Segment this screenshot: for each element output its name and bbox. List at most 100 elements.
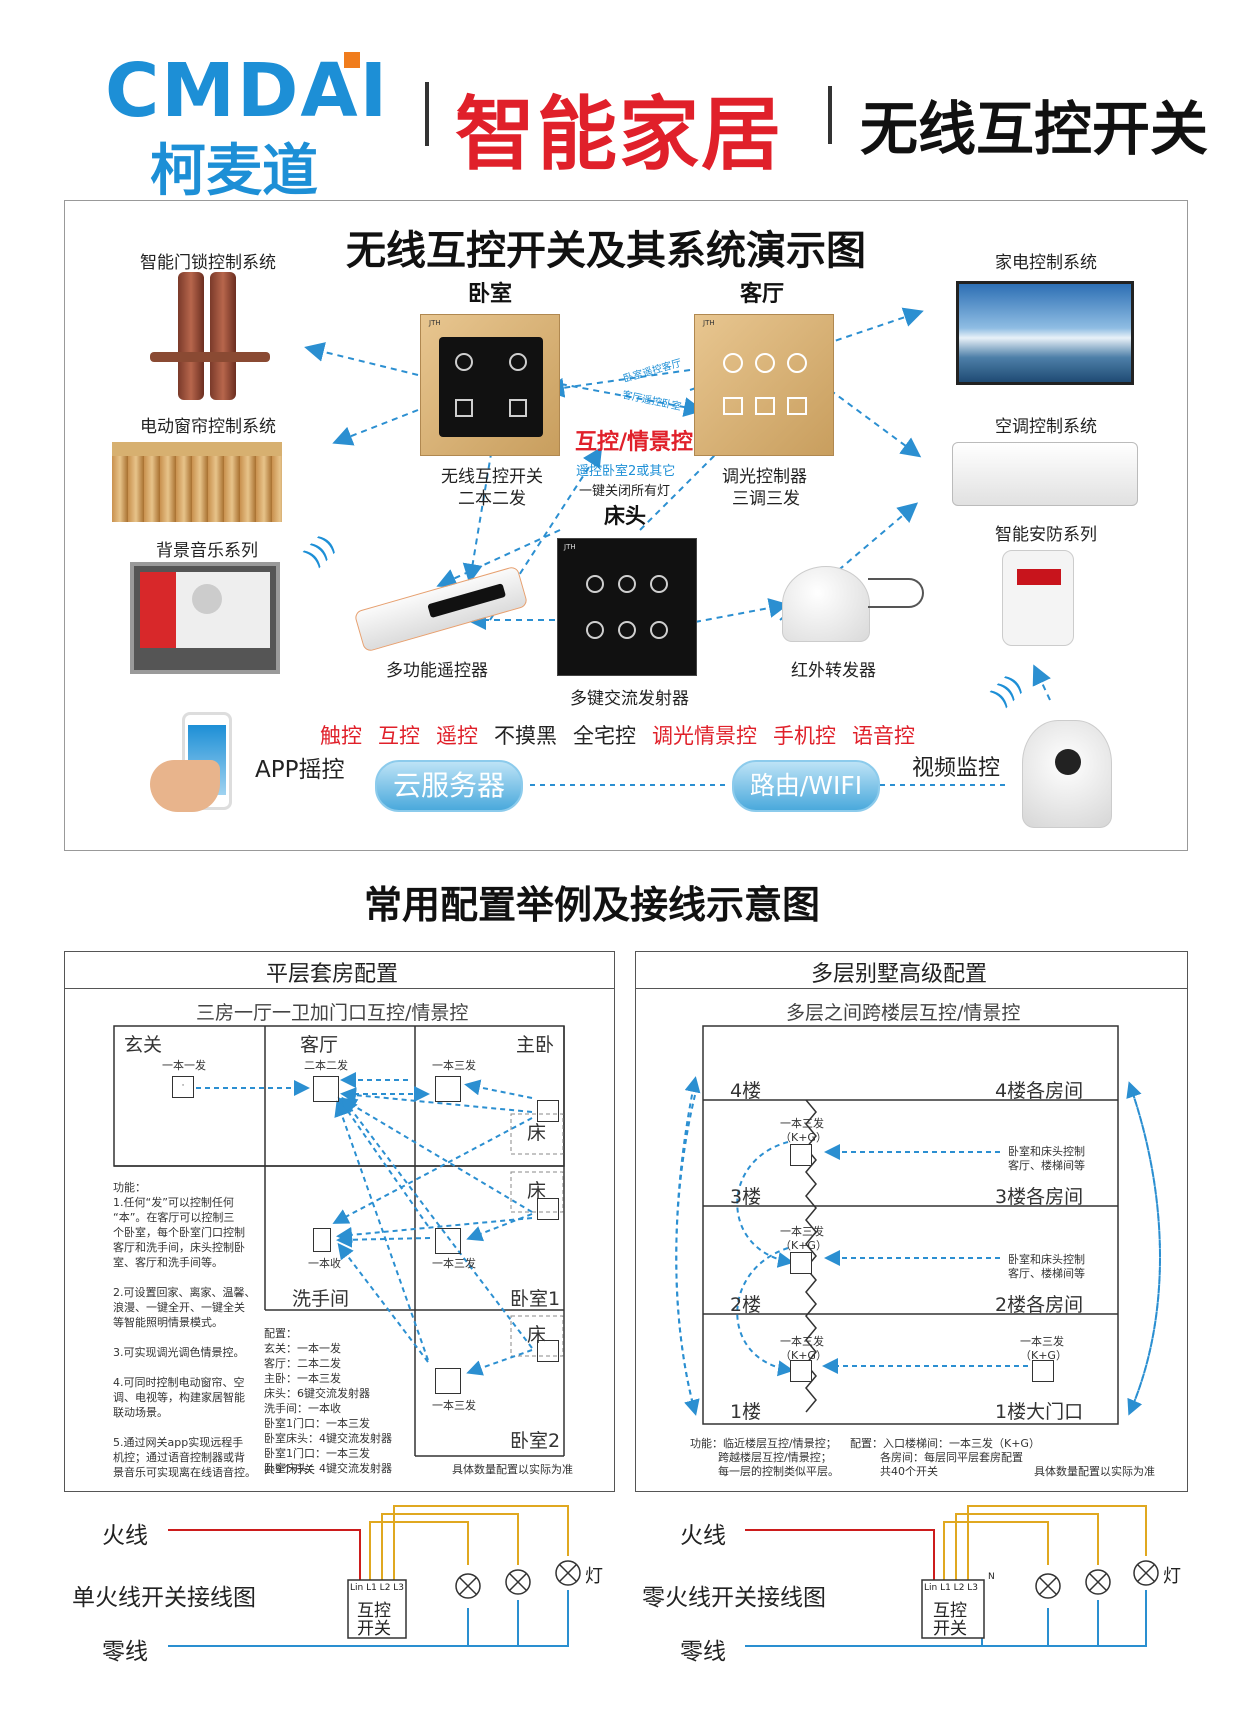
bedroom-switch-panel: JTH: [420, 314, 560, 456]
bed-label: 床: [527, 1180, 547, 1202]
text-line: 床头：6键交流发射器: [264, 1387, 370, 1400]
room-note: 客厅、楼梯间等: [1008, 1267, 1085, 1280]
text-line: 联动场景。: [113, 1406, 168, 1419]
floor-rooms-label: 2楼各房间: [995, 1294, 1084, 1316]
switch-icon: [1032, 1360, 1054, 1382]
text-line: 1.任何“发”可以控制任何: [113, 1196, 234, 1209]
flat-subtitle: 三房一厅一卫加门口互控/情景控: [196, 1002, 469, 1024]
remote-note-2: 一键关闭所有灯: [579, 484, 671, 499]
switch-icon: [313, 1076, 339, 1102]
switch-icon: [790, 1144, 812, 1166]
feature-item: 调光情景控: [652, 724, 757, 748]
text-line: 3.可实现调光调色情景控。: [113, 1346, 245, 1359]
remote-note-1: 遥控卧室2或其它: [576, 464, 676, 479]
music-label: 背景音乐系列: [156, 541, 258, 561]
switch-icon: [435, 1228, 461, 1254]
logo-zh: 柯麦道: [150, 139, 318, 204]
flat-note: 具体数量配置以实际为准: [452, 1463, 573, 1476]
switch-text-2: 开关: [357, 1619, 391, 1639]
bedroom-switch-label-1: 无线互控开关: [441, 467, 543, 487]
text-line: 5.通过网关app实现远程手: [113, 1436, 244, 1449]
switch-icon: [790, 1360, 812, 1382]
text-line: “本”。在客厅可以控制三: [113, 1211, 235, 1224]
feature-item: 全宅控: [573, 724, 636, 748]
ac-icon: [952, 442, 1138, 506]
floor-label: 4楼: [730, 1080, 762, 1102]
text-line: 配置：: [264, 1327, 297, 1340]
villa-subtitle: 多层之间跨楼层互控/情景控: [786, 1002, 1021, 1024]
music-panel-icon: [130, 562, 280, 674]
feature-item: 手机控: [773, 724, 836, 748]
router-wifi-pill: 路由/WIFI: [732, 760, 880, 812]
text-line: 主卧：一本三发: [264, 1372, 341, 1385]
villa-config: 各房间：每层同平层套房配置: [880, 1451, 1023, 1464]
floor-label: 2楼: [730, 1294, 762, 1316]
living-room-label: 客厅: [740, 282, 785, 307]
room-bedroom1: 卧室1: [510, 1288, 561, 1310]
text-line: 个卧室，每个卧室门口控制: [113, 1226, 245, 1239]
room-bedroom2: 卧室2: [510, 1430, 561, 1452]
door-lock-icon: [178, 272, 204, 400]
kg-label: （K+G）: [780, 1349, 827, 1362]
multikey-label: 多键交流发射器: [570, 689, 689, 709]
bedroom-switch-label-2: 二本二发: [458, 489, 526, 509]
living-switch-label-2: 三调三发: [732, 489, 800, 509]
switch-label: 二本二发: [304, 1059, 348, 1072]
appliance-label: 家电控制系统: [995, 253, 1097, 273]
text-line: 洗手间：一本收: [264, 1402, 341, 1415]
floor-label: 3楼: [730, 1186, 762, 1208]
gas-alarm-icon: [1002, 550, 1074, 646]
text-line: 客厅和洗手间，床头控制卧: [113, 1241, 245, 1254]
system-title: 无线互控开关及其系统演示图: [346, 228, 866, 274]
bedhead-label: 床头: [604, 504, 646, 528]
text-line: 卧室床头：4键交流发射器: [264, 1432, 392, 1445]
ir-label: 红外转发器: [791, 661, 876, 681]
villa-config: 共40个开关: [880, 1465, 938, 1478]
room-note: 客厅、楼梯间等: [1008, 1159, 1085, 1172]
text-line: 功能：: [113, 1181, 146, 1194]
feature-item: 不摸黑: [494, 724, 557, 748]
ir-cable-icon: [868, 578, 924, 608]
text-line: [113, 1360, 263, 1375]
ir-transmitter-icon: [782, 566, 870, 642]
lamp-label: 灯: [1163, 1566, 1181, 1587]
switch-icon: [435, 1368, 461, 1394]
text-line: 卧室1门口：一本三发: [264, 1447, 370, 1460]
remote-label: 多功能遥控器: [386, 661, 488, 681]
floor-rooms-label: 4楼各房间: [995, 1080, 1084, 1102]
feature-item: 语音控: [852, 724, 915, 748]
text-line: [113, 1330, 263, 1345]
text-line: [113, 1270, 263, 1285]
neutral-wire-label: 零线: [680, 1639, 726, 1665]
live-wire-label: 火线: [680, 1523, 726, 1549]
villa-config: 配置：入口楼梯间：一本三发（K+G）: [850, 1437, 1040, 1450]
floor-label: 1楼: [730, 1401, 762, 1423]
flat-config: 配置：玄关：一本一发客厅：二本二发主卧：一本三发床头：6键交流发射器洗手间：一本…: [264, 1326, 414, 1476]
bedhead-switch-icon: [537, 1198, 559, 1220]
app-label: APP摇控: [255, 757, 345, 783]
live-wire-label: 火线: [102, 1523, 148, 1549]
hand-icon: [150, 760, 220, 812]
villa-note: 具体数量配置以实际为准: [1034, 1465, 1155, 1478]
room-note: 卧室和床头控制: [1008, 1145, 1085, 1158]
text-line: 4.可同时控制电动窗帘、空: [113, 1376, 245, 1389]
video-label: 视频监控: [912, 756, 1001, 781]
room-note: 卧室和床头控制: [1008, 1253, 1085, 1266]
text-line: 浪漫、一键全开、一键全关: [113, 1301, 245, 1314]
camera-icon: [1022, 720, 1112, 828]
terminal-labels: Lin L1 L2 L3: [350, 1583, 405, 1593]
text-line: 等智能照明情景模式。: [113, 1316, 223, 1329]
text-line: 景音乐可实现离在线语音控。: [113, 1466, 256, 1479]
room-entrance: 玄关: [124, 1034, 163, 1056]
mutual-control-label: 互控/情景控: [575, 430, 694, 455]
room-bathroom: 洗手间: [292, 1288, 350, 1310]
text-line: 调、电视等，构建家居智能: [113, 1391, 245, 1404]
bedhead-switch-icon: [537, 1100, 559, 1122]
flat-functions: 功能： 1.任何“发”可以控制任何 “本”。在客厅可以控制三个卧室，每个卧室门口控制…: [113, 1180, 263, 1480]
switch-icon: ·: [172, 1076, 194, 1098]
switch-label: 一本三发: [432, 1399, 476, 1412]
n-terminal-label: N: [988, 1572, 995, 1582]
villa-function: 跨越楼层互控/情景控；: [718, 1451, 832, 1464]
